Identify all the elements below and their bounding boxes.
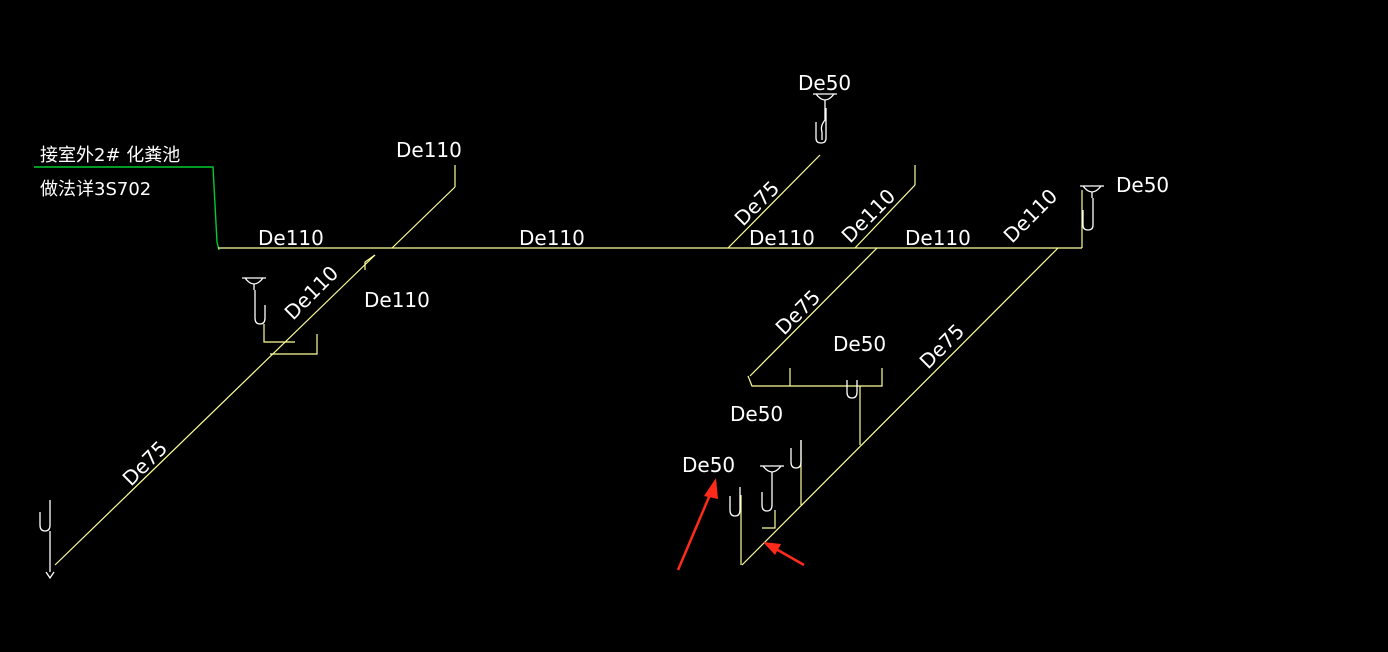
floor-drain-icon [760, 465, 784, 478]
label-de110-main-2: De110 [519, 226, 585, 250]
diag-riser-to-main [391, 186, 456, 249]
pipe-network [54, 154, 1083, 566]
left-long-diagonal [54, 254, 376, 566]
p-trap-icon [761, 478, 773, 512]
label-de110-under-main: De110 [364, 288, 430, 312]
outlet-pipe [34, 166, 220, 251]
low-riser-c [762, 510, 776, 529]
left-branch-box [270, 334, 318, 355]
label-de50-mid: De50 [833, 332, 886, 356]
fixtures [39, 93, 1104, 580]
red-arrow-icon [763, 542, 805, 567]
de110-diagonal-a-slope [854, 184, 916, 249]
note-line-2: 做法详3S702 [40, 179, 151, 200]
floor-drain-icon [1080, 185, 1104, 198]
p-trap-icon [815, 108, 827, 144]
mid-horizontal-branch [747, 368, 883, 387]
mid-de75-diagonal [749, 247, 878, 377]
p-trap-icon [790, 440, 802, 469]
right-de75-diagonal [741, 247, 1059, 566]
note-line-1: 接室外2# 化粪池 [40, 145, 180, 166]
label-de110-main-1: De110 [258, 226, 324, 250]
label-de50-low-2: De50 [682, 453, 735, 477]
label-de50-low-1: De50 [730, 402, 783, 426]
upper-de75-diagonal [727, 154, 821, 249]
label-de110-main-3: De110 [749, 226, 815, 250]
p-trap-icon [729, 487, 741, 517]
label-de50-top: De50 [798, 71, 851, 95]
red-arrow-icon [676, 478, 718, 571]
label-de50-right: De50 [1116, 173, 1169, 197]
annotation-arrows [676, 478, 805, 571]
left-floor-drain-branch [263, 324, 295, 343]
floor-drain-icon [242, 277, 266, 290]
label-de110-main-4: De110 [905, 226, 971, 250]
p-trap-icon [1082, 198, 1094, 231]
p-trap-icon [846, 380, 858, 399]
left-small-branch [364, 254, 376, 270]
p-trap-icon [39, 500, 55, 580]
p-trap-icon [254, 290, 266, 325]
label-de110-top-riser: De110 [396, 138, 462, 162]
floor-drain-icon [813, 93, 837, 140]
